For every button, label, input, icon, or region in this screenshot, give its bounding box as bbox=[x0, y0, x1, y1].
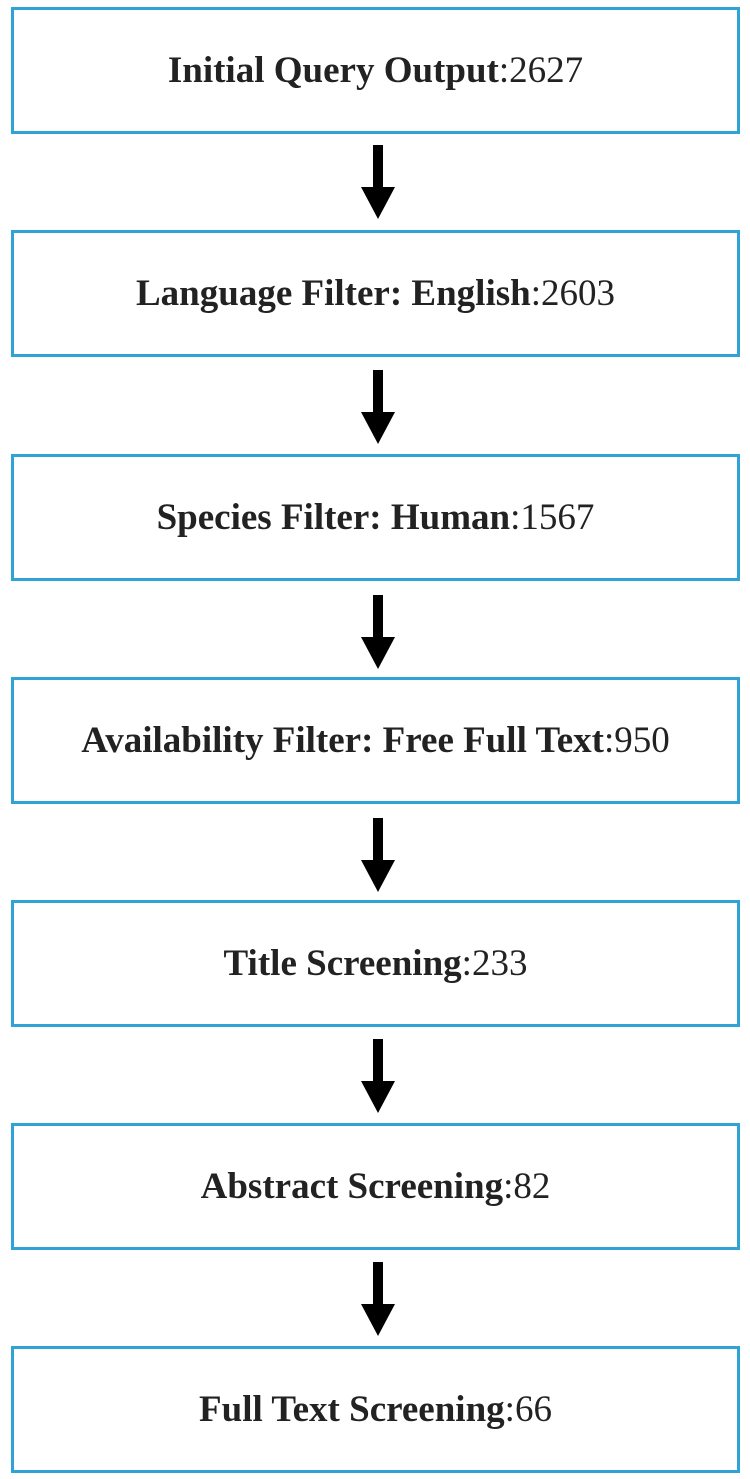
step-label: Title Screening bbox=[223, 943, 462, 984]
step-label: Full Text Screening bbox=[199, 1389, 505, 1430]
step-count: 2627 bbox=[509, 50, 584, 91]
down-arrow-icon bbox=[361, 1039, 395, 1113]
step-count: 66 bbox=[514, 1389, 552, 1430]
step-separator: : bbox=[503, 1166, 514, 1207]
step-label: Availability Filter: Free Full Text bbox=[81, 720, 604, 761]
step-count: 1567 bbox=[520, 497, 595, 538]
step-separator: : bbox=[461, 943, 472, 984]
step-separator: : bbox=[504, 1389, 515, 1430]
down-arrow-icon bbox=[361, 145, 395, 219]
step-label: Species Filter: Human bbox=[156, 497, 511, 538]
step-box-availability-filter: Availability Filter: Free Full Text: 950 bbox=[11, 677, 740, 804]
step-box-full-text-screening: Full Text Screening: 66 bbox=[11, 1346, 740, 1473]
step-box-abstract-screening: Abstract Screening: 82 bbox=[11, 1123, 740, 1250]
down-arrow-icon bbox=[361, 1262, 395, 1336]
step-separator: : bbox=[530, 273, 541, 314]
step-box-language-filter: Language Filter: English: 2603 bbox=[11, 230, 740, 357]
step-label: Abstract Screening bbox=[200, 1166, 504, 1207]
step-box-initial-query: Initial Query Output: 2627 bbox=[11, 7, 740, 134]
down-arrow-icon bbox=[361, 370, 395, 444]
step-box-species-filter: Species Filter: Human: 1567 bbox=[11, 454, 740, 581]
step-separator: : bbox=[498, 50, 510, 91]
step-count: 950 bbox=[614, 720, 670, 761]
step-label: Initial Query Output bbox=[167, 50, 499, 91]
step-label: Language Filter: English bbox=[136, 273, 531, 314]
step-count: 233 bbox=[471, 943, 528, 984]
step-separator: : bbox=[603, 720, 615, 761]
step-separator: : bbox=[510, 497, 521, 538]
step-count: 2603 bbox=[540, 273, 615, 314]
down-arrow-icon bbox=[361, 818, 395, 892]
step-count: 82 bbox=[513, 1166, 551, 1207]
step-box-title-screening: Title Screening: 233 bbox=[11, 900, 740, 1027]
down-arrow-icon bbox=[361, 595, 395, 669]
